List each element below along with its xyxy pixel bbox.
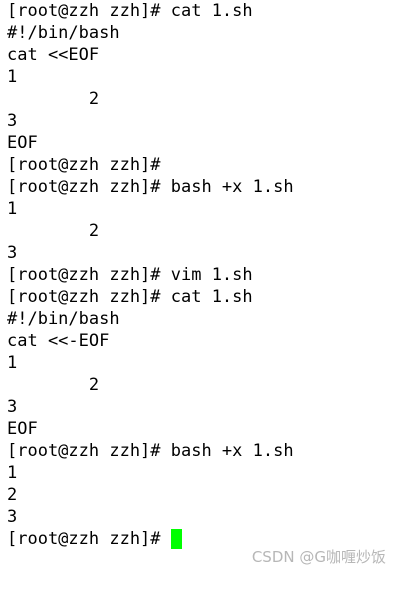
terminal-line: [root@zzh zzh]# bash +x 1.sh xyxy=(7,441,294,461)
terminal-line: 1 xyxy=(7,353,18,373)
terminal-line: 2 xyxy=(7,221,100,241)
terminal-line: 3 xyxy=(7,507,18,527)
terminal-line: 3 xyxy=(7,243,18,263)
terminal-line: 2 xyxy=(7,89,100,109)
terminal-prompt-line[interactable]: [root@zzh zzh]# xyxy=(7,528,182,550)
csdn-watermark: CSDN @G咖喱炒饭 xyxy=(251,548,386,566)
terminal-line: 2 xyxy=(7,485,18,505)
terminal-line: [root@zzh zzh]# cat 1.sh xyxy=(7,1,253,21)
terminal-line: 2 xyxy=(7,375,100,395)
terminal-line: 3 xyxy=(7,111,18,131)
terminal-prompt: [root@zzh zzh]# xyxy=(7,529,171,549)
terminal-line: [root@zzh zzh]# xyxy=(7,155,161,175)
terminal-line: 3 xyxy=(7,397,18,417)
terminal-line: [root@zzh zzh]# vim 1.sh xyxy=(7,265,253,285)
terminal-line: 1 xyxy=(7,67,18,87)
terminal-line: #!/bin/bash xyxy=(7,23,120,43)
terminal-line: [root@zzh zzh]# cat 1.sh xyxy=(7,287,253,307)
terminal-line: EOF xyxy=(7,133,38,153)
terminal-line: EOF xyxy=(7,419,38,439)
terminal-line: [root@zzh zzh]# bash +x 1.sh xyxy=(7,177,294,197)
terminal-line: 1 xyxy=(7,463,18,483)
terminal-line: #!/bin/bash xyxy=(7,309,120,329)
terminal-line: cat <<EOF xyxy=(7,45,100,65)
terminal-cursor xyxy=(170,529,182,549)
terminal-line: 1 xyxy=(7,199,18,219)
terminal-line: cat <<-EOF xyxy=(7,331,110,351)
terminal-window[interactable]: [root@zzh zzh]# cat 1.sh #!/bin/bash cat… xyxy=(0,0,400,574)
